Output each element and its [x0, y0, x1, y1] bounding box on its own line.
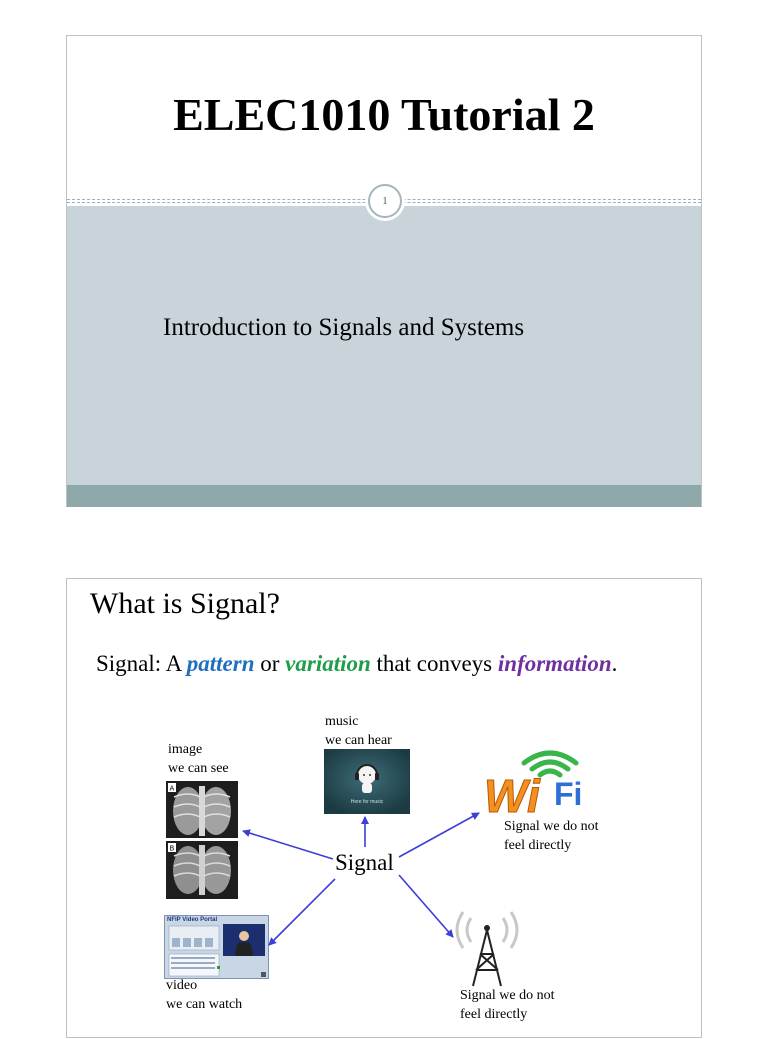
arrow-to-wifi [398, 812, 480, 858]
wifi-label-line1: Signal we do not [504, 819, 599, 834]
video-label-line2: we can watch [166, 997, 243, 1012]
image-label: image we can see [168, 740, 229, 778]
footer-band [67, 485, 701, 507]
wifi-text-wi: Wi [484, 770, 541, 817]
slide-heading: What is Signal? [90, 587, 280, 620]
definition-text: or [254, 651, 286, 676]
title-area: ELEC1010 Tutorial 2 [67, 36, 701, 202]
signal-definition: Signal: A pattern or variation that conv… [96, 651, 617, 677]
wifi-logo-image: Wi Fi [482, 737, 602, 817]
headphone-character-icon [324, 749, 410, 814]
video-label-line1: video [166, 978, 198, 993]
xray-image: A B [166, 781, 238, 899]
slide-title: ELEC1010 Tutorial 2 [173, 89, 595, 140]
radio-tower-icon [455, 911, 519, 987]
wifi-label-line2: feel directly [504, 838, 572, 853]
signal-center-label: Signal [335, 850, 394, 875]
xray-label-a: A [170, 785, 175, 793]
arrow-to-tower [398, 874, 454, 938]
content-slide: What is Signal? Signal: A pattern or var… [66, 578, 702, 1038]
definition-text: that conveys [370, 651, 498, 676]
subtitle-panel [67, 206, 701, 485]
music-image: Here for music [324, 749, 410, 814]
tower-label-line1: Signal we do not [460, 988, 555, 1003]
title-slide: ELEC1010 Tutorial 2 1 Introduction to Si… [66, 35, 702, 507]
slide-subtitle: Introduction to Signals and Systems [163, 314, 525, 341]
tower-image [451, 904, 523, 990]
video-image: NFIP Video Portal [164, 915, 269, 979]
music-label: music we can hear [325, 712, 392, 750]
definition-text: Signal: A [96, 651, 187, 676]
keyword-variation: variation [285, 651, 371, 676]
page-number-badge: 1 [368, 184, 402, 218]
image-label-line1: image [168, 742, 203, 757]
music-label-line1: music [325, 714, 359, 729]
image-label-line2: we can see [168, 761, 229, 776]
arrow-to-video [268, 878, 336, 946]
wifi-icon: Wi Fi [484, 750, 582, 817]
music-label-line2: we can hear [325, 733, 392, 748]
video-label: video we can watch [166, 976, 242, 1014]
tower-label-line2: feel directly [460, 1007, 528, 1022]
tower-label: Signal we do not feel directly [460, 986, 555, 1024]
video-player-graphic [168, 924, 266, 977]
xray-label-b: B [170, 845, 175, 853]
wifi-label: Signal we do not feel directly [504, 817, 599, 855]
video-portal-header: NFIP Video Portal [167, 917, 218, 923]
wifi-text-fi: Fi [554, 776, 582, 812]
keyword-information: information [497, 651, 612, 676]
music-caption: Here for music [350, 799, 384, 805]
definition-text: . [611, 651, 618, 676]
chest-xray-graphic: A B [166, 781, 238, 899]
keyword-pattern: pattern [186, 651, 255, 676]
arrow-to-image [242, 829, 334, 860]
